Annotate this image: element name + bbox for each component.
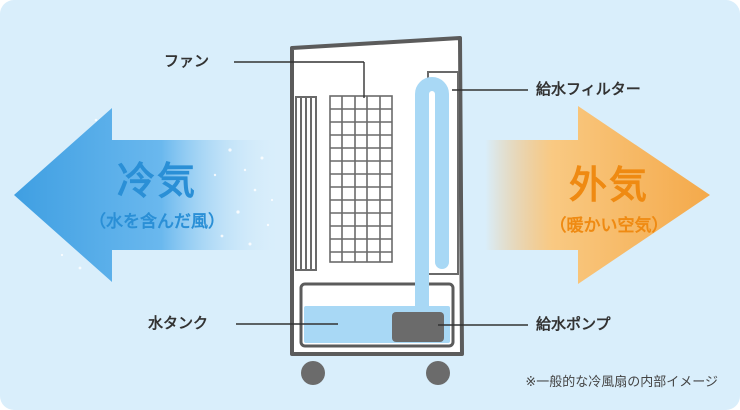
cold-air-text: 冷気 （水を含んだ風） xyxy=(72,162,242,231)
water-pump-label: 給水ポンプ xyxy=(536,315,611,333)
water-tank-label: 水タンク xyxy=(148,314,209,332)
outside-air-text: 外気 （暖かい空気） xyxy=(534,166,684,235)
cold-air-sparkles xyxy=(60,118,274,270)
fan-grille xyxy=(329,95,393,263)
fan-label: ファン xyxy=(164,52,210,70)
side-vent xyxy=(295,96,317,271)
water-filter-label: 給水フィルター xyxy=(536,80,641,98)
leader-lines xyxy=(234,61,528,326)
outside-air-arrow xyxy=(485,106,710,284)
cold-air-arrow xyxy=(14,108,282,282)
footnote: ※一般的な冷風扇の内部イメージ xyxy=(525,375,718,390)
cold-air-title: 冷気 xyxy=(116,159,197,203)
water-pipe xyxy=(415,77,449,315)
outside-air-title: 外気 xyxy=(568,163,649,207)
outside-air-subtitle: （暖かい空気） xyxy=(549,216,669,236)
wheel-left xyxy=(301,361,325,385)
water-pump-shape xyxy=(392,312,444,342)
wheel-right xyxy=(426,361,450,385)
cold-air-subtitle: （水を含んだ風） xyxy=(89,212,225,232)
